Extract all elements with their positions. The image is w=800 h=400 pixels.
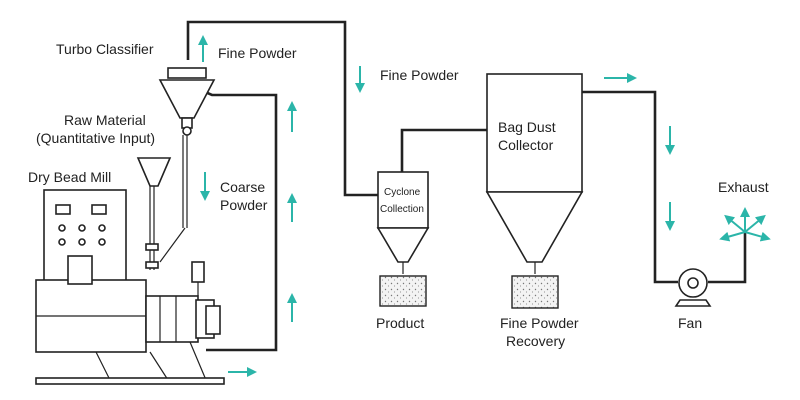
label-bag-dust: Bag Dust xyxy=(498,119,556,135)
label-fine-powder-top: Fine Powder xyxy=(218,45,297,61)
hopper-funnel xyxy=(136,157,172,187)
classifier-cone xyxy=(158,79,216,119)
cyclone-cone xyxy=(376,227,430,263)
classifier-head xyxy=(167,67,207,79)
label-raw-material: Raw Material xyxy=(64,112,146,128)
mill-base xyxy=(35,377,225,385)
bag-cone xyxy=(485,191,584,263)
raw-material-hopper xyxy=(136,157,172,270)
cyclone-bag-pipe xyxy=(400,128,487,172)
label-fan: Fan xyxy=(678,315,702,331)
fan-exhaust-pipe xyxy=(708,232,747,284)
classifier-valve xyxy=(182,126,192,136)
label-dry-bead-mill: Dry Bead Mill xyxy=(28,169,111,185)
product-bin xyxy=(379,275,427,307)
cyclone-collector xyxy=(376,171,430,307)
classifier-diag-line xyxy=(159,227,186,263)
fan-stand xyxy=(674,299,712,307)
labels: Turbo Classifier Fine Powder Fine Powder… xyxy=(28,41,769,349)
mill-motor xyxy=(191,261,205,283)
recovery-bin xyxy=(511,275,559,309)
label-collector: Collector xyxy=(498,137,554,153)
label-coarse: Coarse xyxy=(220,179,265,195)
label-powder: Powder xyxy=(220,197,268,213)
pipes xyxy=(186,20,747,352)
label-turbo-classifier: Turbo Classifier xyxy=(56,41,154,57)
fine-powder-pipe xyxy=(186,20,378,197)
turbo-classifier xyxy=(158,67,216,263)
label-product: Product xyxy=(376,315,424,331)
label-cyclone: Cyclone xyxy=(384,187,421,198)
flow-arrows xyxy=(198,35,771,377)
label-quantitative-input: (Quantitative Input) xyxy=(36,130,155,146)
bag-dust-collector xyxy=(485,73,584,309)
dry-bead-mill xyxy=(35,189,225,385)
label-collection: Collection xyxy=(380,204,424,215)
bag-body xyxy=(486,73,583,193)
fan xyxy=(674,268,712,307)
cyclone-body xyxy=(377,171,429,229)
label-fine-powder-down: Fine Powder xyxy=(380,67,459,83)
label-exhaust: Exhaust xyxy=(718,179,769,195)
mill-drum xyxy=(145,295,199,343)
bag-fan-pipe xyxy=(582,90,678,284)
label-fine-powder-recovery: Fine Powder xyxy=(500,315,579,331)
label-recovery: Recovery xyxy=(506,333,565,349)
exhaust-arrows-icon xyxy=(719,207,771,242)
